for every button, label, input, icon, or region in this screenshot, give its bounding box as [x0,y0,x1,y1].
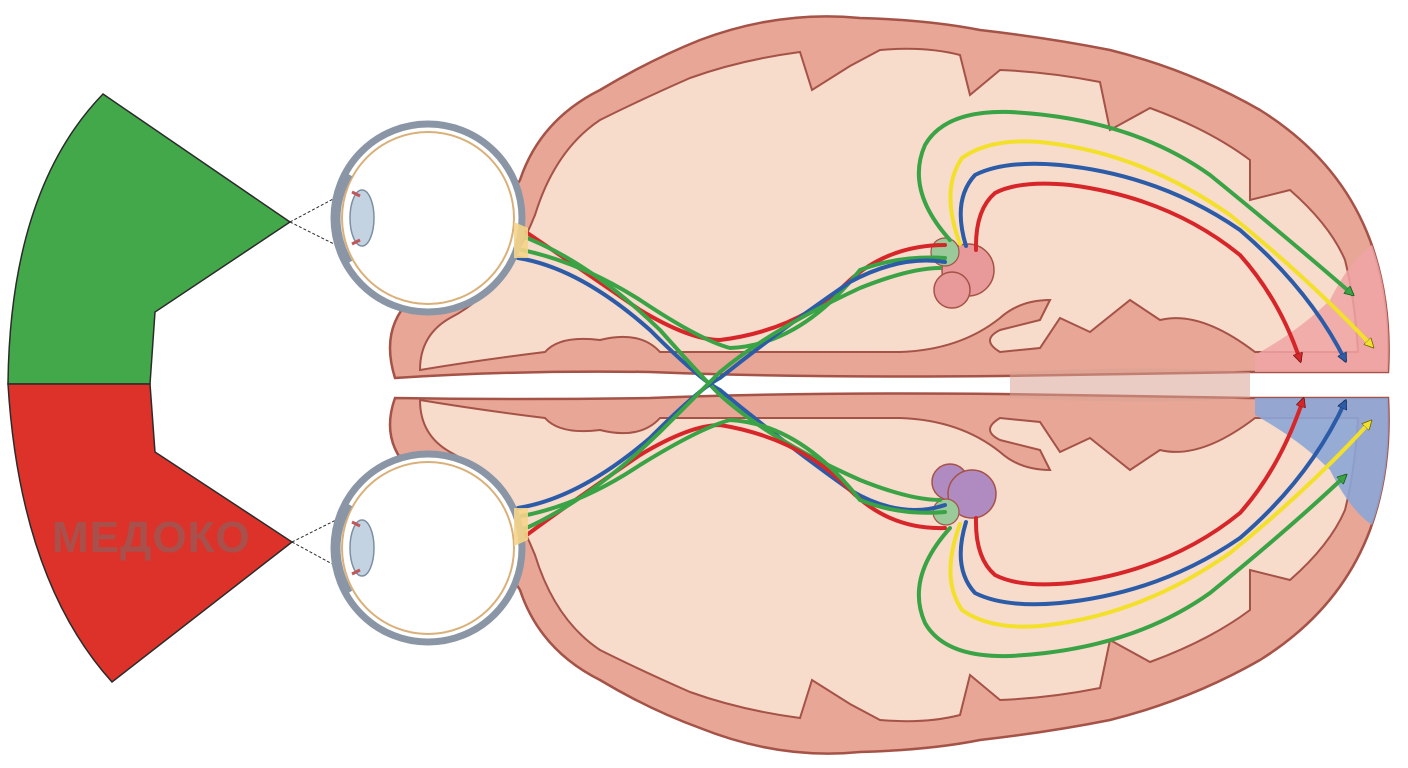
visual-field-lower-red [7,383,294,684]
sight-line-upper-b [289,197,336,223]
fibre-blue-upper [516,256,947,512]
optic-nerve-upper [514,222,528,258]
lgn-lower-purple-b [947,469,997,519]
eye-upper [330,120,526,316]
optic-radiations [916,109,1372,659]
eyeball-lower [330,450,526,646]
lgn-upper-red-b [933,271,971,309]
radiation-green-lower [916,476,1345,659]
lens-upper [349,189,375,247]
radiation-blue-upper [958,161,1347,360]
retina-lower [341,461,515,635]
optic-nerve-lower [514,508,528,546]
retina-upper [341,131,515,305]
visual-field-upper-green [7,93,292,385]
longitudinal-fissure [1010,368,1250,402]
brain [388,15,1390,755]
upper-hemisphere-white-matter [418,47,1360,372]
fibre-green-lower-cross [520,266,942,532]
lateral-geniculate-nuclei [930,237,997,526]
visual-cortex-lower [1255,398,1389,525]
cornea-lower [335,503,353,594]
lens-lower [349,519,375,577]
radiation-yellow-upper [948,139,1372,346]
visual-field [7,93,353,684]
watermark: МЕДОКО [52,513,251,562]
sight-line-lower-b [291,541,337,567]
visual-cortex-upper [1255,245,1389,372]
radiation-green-upper [916,109,1352,294]
radiation-red-lower [973,400,1303,587]
fibre-green-upper-ipsi [520,248,947,351]
iris-upper [351,190,361,246]
fibre-blue-lower [516,258,947,510]
radiation-blue-lower [958,402,1345,607]
eyeball-upper [330,120,526,316]
eye-lower [330,450,526,646]
radiation-yellow-lower [948,422,1370,629]
lower-hemisphere-white-matter [418,398,1360,723]
radiation-red-upper [973,181,1300,360]
optic-pathways [516,226,947,542]
iris-lower [351,520,361,576]
fibre-green-lower-ipsi [520,417,947,518]
cornea-upper [335,173,353,264]
